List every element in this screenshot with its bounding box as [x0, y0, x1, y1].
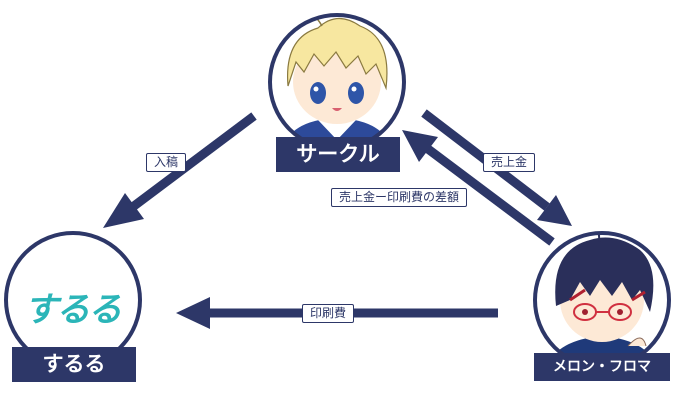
circle-name-tag: サークル	[276, 137, 400, 172]
melon-node	[533, 231, 671, 369]
submission-label: 入稿	[146, 153, 187, 172]
printing-fee-label: 印刷費	[302, 304, 355, 323]
sururu-name-tag: するる	[12, 347, 136, 382]
circle-node	[268, 13, 406, 151]
arrow-circle-to-sururu	[103, 112, 257, 228]
melon-name-tag: メロン・フロマ	[534, 353, 670, 381]
sales-label: 売上金	[483, 153, 536, 172]
sururu-logo-icon: するる	[24, 290, 122, 330]
arrow-melon-to-circle	[402, 130, 555, 246]
sales-minus-printing-label: 売上金ー印刷費の差額	[331, 188, 468, 207]
